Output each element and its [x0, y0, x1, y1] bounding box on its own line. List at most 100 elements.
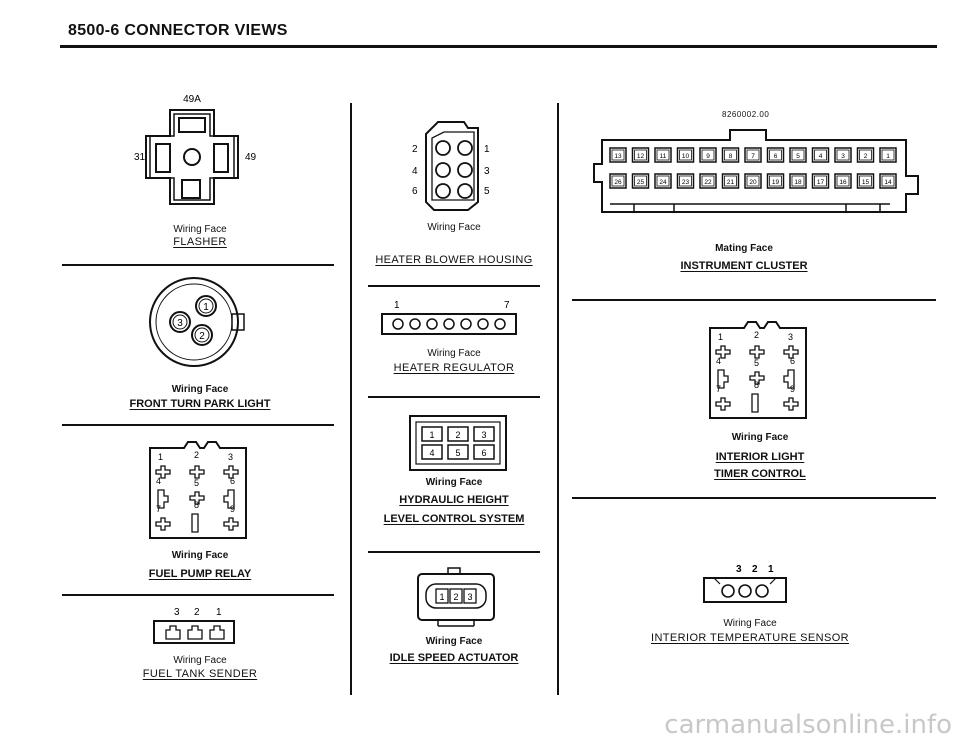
instrument-pin-label: 6	[774, 153, 778, 160]
flasher-caption: Wiring Face	[173, 224, 227, 235]
interior-temp-pin-label: 3	[736, 564, 742, 575]
hydraulic-pin-label: 5	[455, 448, 460, 458]
interior-timer-pin-label: 2	[754, 330, 759, 340]
fuel-pump-pin-label: 2	[194, 450, 199, 460]
fuel-pump-pin-label: 3	[228, 452, 233, 462]
instrument-pin-inner	[746, 175, 760, 187]
hydraulic-pin-label: 1	[429, 430, 434, 440]
header-rule	[60, 45, 937, 48]
instrument-pin-label: 24	[659, 179, 667, 186]
instrument-pin-label: 23	[682, 179, 690, 186]
instrument-pin-inner	[791, 149, 805, 161]
instrument-pin-label: 1	[886, 153, 890, 160]
instrument-caption: Mating Face	[715, 243, 773, 254]
idle-speed-pin-label: 2	[453, 592, 458, 602]
instrument-pin-inner	[881, 175, 895, 187]
heater-blower-caption: Wiring Face	[427, 222, 481, 233]
instrument-pin-label: 16	[839, 179, 847, 186]
instrument-pin-box	[721, 147, 740, 163]
instrument-pin-box	[856, 147, 875, 163]
interior-timer-label-line2: TIMER CONTROL	[714, 468, 806, 480]
fuel-pump-pin-label: 5	[194, 478, 199, 488]
instrument-pin-box	[676, 173, 695, 189]
instrument-pin-inner	[611, 175, 625, 187]
idle-speed-pin-label: 3	[467, 592, 472, 602]
fuel-pump-pin-label: 6	[230, 476, 235, 486]
flasher-pin-label: 31	[134, 152, 146, 163]
instrument-pin-label: 25	[637, 179, 645, 186]
instrument-pin-box	[811, 147, 830, 163]
hydraulic-pin-label: 6	[481, 448, 486, 458]
interior-temp-pin-label: 1	[768, 564, 774, 575]
front-turn-caption: Wiring Face	[171, 384, 229, 395]
heater-blower-connector: 2 1 4 3 6 5	[412, 121, 490, 211]
instrument-pin-label: 9	[706, 153, 710, 160]
instrument-pin-label: 19	[772, 179, 780, 186]
idle-speed-connector: 1 2 3	[417, 567, 495, 627]
instrument-pin-inner	[634, 149, 647, 161]
interior-timer-pin-label: 6	[790, 356, 795, 366]
column-divider-right	[557, 103, 559, 695]
heater-regulator-connector: 1 7	[381, 300, 517, 335]
instrument-pin-box	[879, 147, 897, 163]
instrument-pin-box	[834, 147, 852, 163]
instrument-pin-label: 26	[614, 179, 622, 186]
fuel-tank-connector: 3 2 1	[153, 607, 235, 644]
hydraulic-pin-label: 3	[481, 430, 486, 440]
instrument-pin-box	[654, 173, 672, 189]
separator-col2-a	[368, 285, 540, 287]
heater-blower-pin-label: 4	[412, 166, 418, 177]
instrument-pin-label: 2	[864, 153, 868, 160]
instrument-pin-label: 14	[884, 179, 892, 186]
instrument-pin-inner	[656, 149, 670, 161]
instrument-pin-box	[676, 147, 695, 163]
fuel-tank-pin-label: 1	[216, 607, 222, 618]
instrument-pin-inner	[859, 149, 872, 161]
hydraulic-label-line2: LEVEL CONTROL SYSTEM	[383, 513, 525, 525]
instrument-pin-box	[721, 173, 740, 189]
heater-regulator-pin-label: 1	[394, 300, 400, 311]
separator-col2-b	[368, 396, 540, 398]
interior-temp-caption: Wiring Face	[723, 618, 777, 629]
heater-regulator-pin-label: 7	[504, 300, 510, 311]
instrument-pin-box	[631, 173, 650, 189]
interior-timer-pin-label: 9	[790, 384, 795, 394]
fuel-tank-label: FUEL TANK SENDER	[142, 668, 258, 680]
fuel-pump-connector: 1 2 3 4 5 6 7 8 9	[149, 441, 247, 539]
separator-col1-c	[62, 594, 334, 596]
instrument-pin-box	[654, 147, 672, 163]
front-turn-label: FRONT TURN PARK LIGHT	[129, 398, 271, 410]
instrument-pin-label: 3	[841, 153, 845, 160]
instrument-pin-inner	[769, 175, 782, 187]
separator-col2-c	[368, 551, 540, 553]
front-turn-pin-label: 2	[199, 331, 205, 342]
interior-timer-label-line1: INTERIOR LIGHT	[715, 451, 805, 463]
hydraulic-pin-label: 2	[455, 430, 460, 440]
fuel-pump-pin-label: 7	[156, 504, 161, 514]
fuel-tank-pin-label: 2	[194, 607, 200, 618]
separator-col1-b	[62, 424, 334, 426]
instrument-pin-inner	[679, 175, 692, 187]
column-divider-left	[350, 103, 352, 695]
front-turn-pin-label: 3	[177, 318, 183, 329]
instrument-label: INSTRUMENT CLUSTER	[680, 260, 808, 272]
flasher-connector: 49A 31 49	[134, 94, 257, 205]
hydraulic-caption: Wiring Face	[425, 477, 483, 488]
instrument-pin-label: 22	[704, 179, 712, 186]
instrument-pin-inner	[881, 149, 895, 161]
instrument-pin-label: 12	[637, 153, 645, 160]
hydraulic-label-line1: HYDRAULIC HEIGHT	[399, 494, 509, 506]
instrument-code: 8260002.00	[722, 110, 770, 119]
instrument-pin-label: 5	[796, 153, 800, 160]
instrument-pin-label: 18	[794, 179, 802, 186]
instrument-pin-label: 11	[660, 153, 667, 160]
instrument-pin-inner	[836, 175, 850, 187]
heater-blower-label: HEATER BLOWER HOUSING	[375, 254, 533, 266]
hydraulic-pin-label: 4	[429, 448, 434, 458]
instrument-pin-inner	[611, 149, 625, 161]
instrument-pin-inner	[746, 149, 760, 161]
separator-col3-a	[572, 299, 936, 301]
watermark: carmanualsonline.info	[664, 710, 952, 740]
fuel-pump-pin-label: 9	[230, 504, 235, 514]
